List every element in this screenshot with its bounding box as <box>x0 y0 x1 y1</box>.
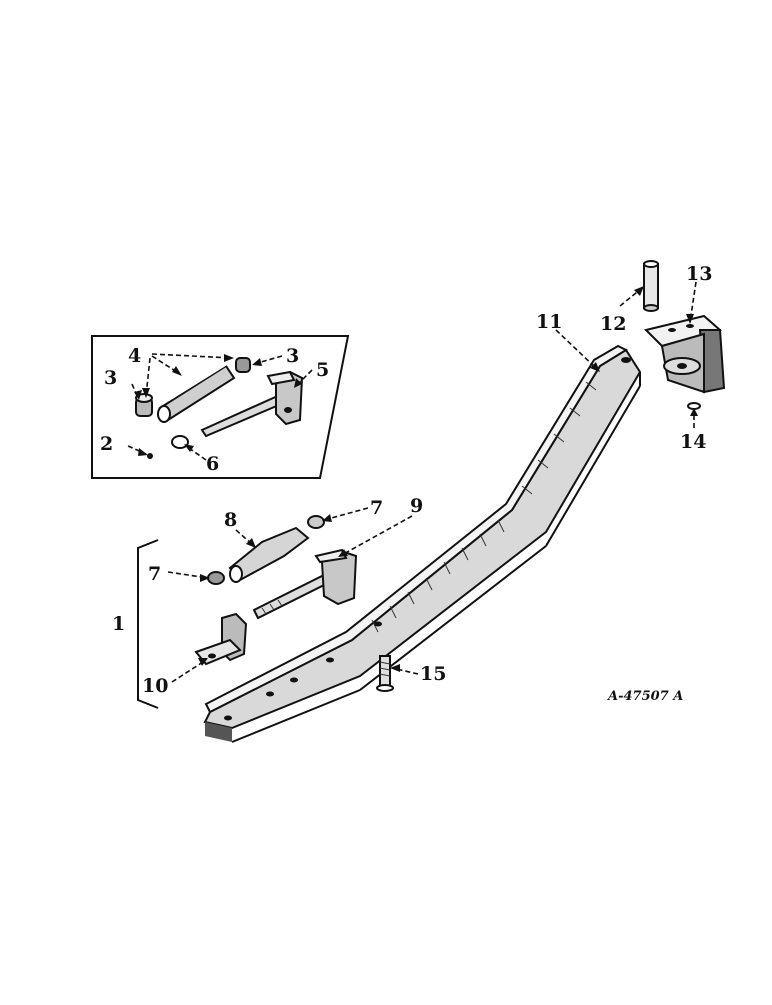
callout-7-lower: 7 <box>148 563 161 585</box>
handle-grip-part-8 <box>228 526 310 583</box>
callout-2: 2 <box>100 433 113 455</box>
callout-10: 10 <box>142 675 168 697</box>
clevis-part-13 <box>644 314 726 394</box>
callout-3-left: 3 <box>104 367 117 389</box>
drawing-number: A-47507 A <box>606 689 683 704</box>
callout-3-right: 3 <box>286 345 299 367</box>
cap-part-3-right <box>235 357 251 373</box>
callout-labels: 1 2 3 3 4 5 6 7 7 8 9 10 11 12 13 14 15 <box>100 263 712 697</box>
callout-1: 1 <box>112 613 125 635</box>
drawbar-part-11 <box>203 344 642 743</box>
callout-4: 4 <box>128 345 141 367</box>
callout-7-upper: 7 <box>370 497 383 519</box>
callout-15: 15 <box>420 663 446 685</box>
callout-13: 13 <box>686 263 712 285</box>
callout-5: 5 <box>316 359 329 381</box>
callout-12: 12 <box>600 313 626 335</box>
callout-11: 11 <box>536 311 562 333</box>
callout-9: 9 <box>410 495 423 517</box>
inset-frame <box>91 335 350 479</box>
callout-6: 6 <box>206 453 219 475</box>
bolt-part-15 <box>376 655 394 692</box>
callout-14: 14 <box>680 431 706 453</box>
nut-part-2 <box>147 453 153 459</box>
group-bracket <box>137 539 159 709</box>
cap-part-7-lower <box>207 571 225 585</box>
cap-part-7-upper <box>307 515 325 529</box>
pin-part-12 <box>643 260 659 312</box>
handle-grip-part-4 <box>157 362 236 423</box>
callout-8: 8 <box>224 509 237 531</box>
bracket-part-10 <box>194 612 248 666</box>
leader-arrowheads <box>134 286 698 672</box>
washer-part-6 <box>171 435 189 449</box>
